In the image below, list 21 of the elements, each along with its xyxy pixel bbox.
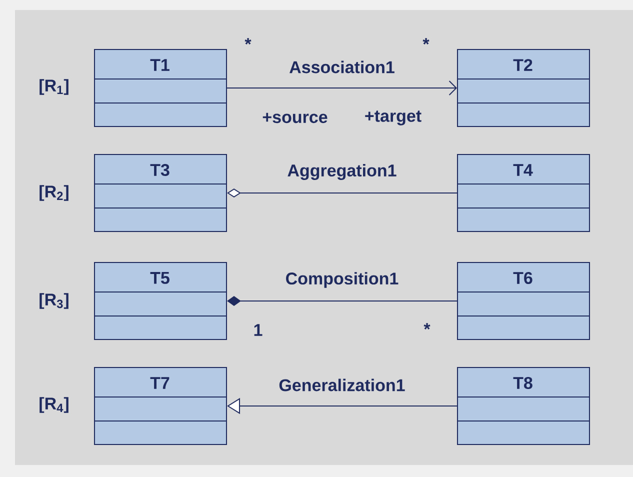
edge-label: Composition1 [286, 272, 398, 288]
connector [226, 80, 457, 96]
role-label: +target [365, 110, 422, 126]
multiplicity: 1 [254, 324, 262, 336]
class-box: T3 [94, 154, 227, 232]
connector [227, 296, 458, 306]
class-box: T1 [94, 49, 227, 127]
edge-label: Aggregation1 [288, 164, 396, 180]
class-box: T4 [456, 154, 590, 232]
edge-label: Generalization1 [279, 378, 405, 392]
role-label: +source [262, 112, 328, 124]
edge-label: Association1 [290, 60, 394, 74]
class-box: T8 [456, 367, 590, 445]
multiplicity: * [424, 323, 430, 330]
class-box: T7 [94, 367, 227, 445]
multiplicity: * [244, 38, 252, 44]
connector [227, 188, 458, 198]
class-box: T5 [94, 262, 227, 340]
class-box: T2 [456, 49, 590, 127]
class-box: T6 [456, 262, 590, 340]
multiplicity: * [422, 38, 430, 44]
